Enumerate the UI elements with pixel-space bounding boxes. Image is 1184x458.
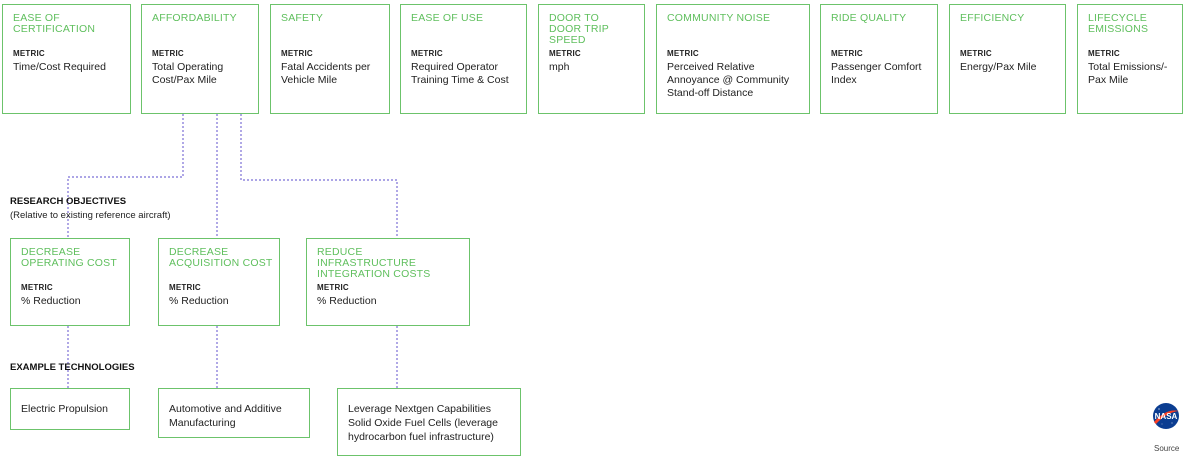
metric-box-efficiency: EFFICIENCY METRIC Energy/Pax Mile <box>949 4 1066 114</box>
objective-title: DECREASE ACQUISITION COST <box>169 246 273 269</box>
metric-value: Total Operating Cost/Pax Mile <box>152 61 224 86</box>
technology-box-automotive-additive-manufacturing: Automotive and Additive Manufacturing <box>158 388 310 438</box>
metric-label: METRIC <box>960 49 992 58</box>
connector-affordability-operating <box>67 114 184 238</box>
technology-box-electric-propulsion: Electric Propulsion <box>10 388 130 430</box>
metric-label: METRIC <box>281 49 313 58</box>
objective-box-decrease-operating-cost: DECREASE OPERATING COST METRIC % Reducti… <box>10 238 130 326</box>
metric-box-ease-of-use: EASE OF USE METRIC Required Operator Tra… <box>400 4 527 114</box>
metric-value: Perceived Relative Annoyance @ Community… <box>667 61 790 99</box>
metric-label: METRIC <box>667 49 699 58</box>
nasa-logo-text: NASA <box>1155 412 1178 421</box>
connector-affordability-infrastructure <box>240 114 398 238</box>
technology-text: Leverage Nextgen Capabilities Solid Oxid… <box>348 403 498 443</box>
metric-label: METRIC <box>411 49 443 58</box>
metric-value: % Reduction <box>21 295 81 307</box>
metric-value: Required Operator Training Time & Cost <box>411 61 509 86</box>
research-objectives-heading: RESEARCH OBJECTIVES <box>10 196 127 207</box>
nasa-logo-icon: NASA <box>1153 403 1179 429</box>
metric-value: Fatal Accidents per Vehicle Mile <box>281 61 371 86</box>
metric-value: % Reduction <box>317 295 377 307</box>
box-title: LIFECYCLE EMISSIONS <box>1088 12 1149 35</box>
example-technologies-heading: EXAMPLE TECHNOLOGIES <box>10 362 135 373</box>
metric-box-community-noise: COMMUNITY NOISE METRIC Perceived Relativ… <box>656 4 810 114</box>
technology-box-nextgen-fuel-cells: Leverage Nextgen Capabilities Solid Oxid… <box>337 388 521 456</box>
objective-title: REDUCE INFRASTRUCTURE INTEGRATION COSTS <box>317 246 431 280</box>
box-title: AFFORDABILITY <box>152 12 237 24</box>
metric-value: Passenger Comfort Index <box>831 61 922 86</box>
box-title: EASE OF USE <box>411 12 484 24</box>
research-objectives-subheading: (Relative to existing reference aircraft… <box>10 210 171 221</box>
box-title: EFFICIENCY <box>960 12 1025 24</box>
metric-value: Time/Cost Required <box>13 61 106 73</box>
box-title: SAFETY <box>281 12 324 24</box>
metric-value: % Reduction <box>169 295 229 307</box>
technology-text: Electric Propulsion <box>21 403 108 415</box>
metric-box-ride-quality: RIDE QUALITY METRIC Passenger Comfort In… <box>820 4 938 114</box>
box-title: RIDE QUALITY <box>831 12 907 24</box>
box-title: COMMUNITY NOISE <box>667 12 771 24</box>
box-title: EASE OF CERTIFICATION <box>13 12 96 35</box>
metric-value: Total Emissions/-Pax Mile <box>1088 61 1168 86</box>
metric-label: METRIC <box>169 283 201 292</box>
metric-box-ease-of-certification: EASE OF CERTIFICATION METRIC Time/Cost R… <box>2 4 131 114</box>
source-link[interactable]: Source <box>1154 444 1180 453</box>
metric-box-affordability: AFFORDABILITY METRIC Total Operating Cos… <box>141 4 259 114</box>
metric-value: Energy/Pax Mile <box>960 61 1037 73</box>
metric-box-lifecycle-emissions: LIFECYCLE EMISSIONS METRIC Total Emissio… <box>1077 4 1183 114</box>
objective-title: DECREASE OPERATING COST <box>21 246 117 269</box>
objective-box-reduce-infrastructure-integration-costs: REDUCE INFRASTRUCTURE INTEGRATION COSTS … <box>306 238 470 326</box>
metric-label: METRIC <box>317 283 349 292</box>
box-title: DOOR TO DOOR TRIP SPEED <box>549 12 609 46</box>
metric-value: mph <box>549 61 570 73</box>
metric-label: METRIC <box>831 49 863 58</box>
metric-label: METRIC <box>1088 49 1120 58</box>
metric-label: METRIC <box>21 283 53 292</box>
technology-text: Automotive and Additive Manufacturing <box>169 403 282 429</box>
metric-label: METRIC <box>152 49 184 58</box>
objective-box-decrease-acquisition-cost: DECREASE ACQUISITION COST METRIC % Reduc… <box>158 238 280 326</box>
metric-label: METRIC <box>549 49 581 58</box>
metric-label: METRIC <box>13 49 45 58</box>
metric-box-safety: SAFETY METRIC Fatal Accidents per Vehicl… <box>270 4 390 114</box>
metric-box-door-to-door-trip-speed: DOOR TO DOOR TRIP SPEED METRIC mph <box>538 4 645 114</box>
